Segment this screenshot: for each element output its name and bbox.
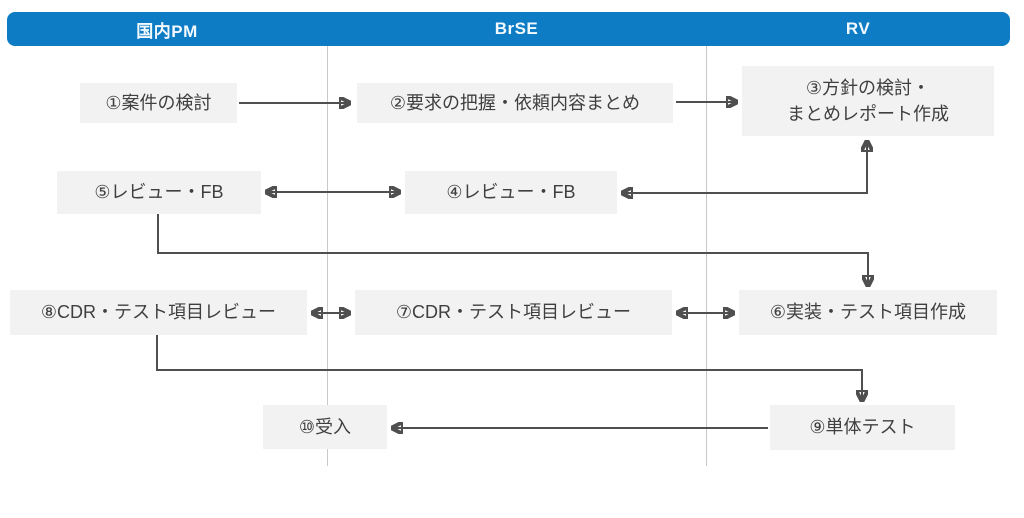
- node-policy-report-line1: ③方針の検討・: [805, 77, 931, 98]
- node-implementation-test: ⑥実装・テスト項目作成: [739, 290, 997, 335]
- lane-header-kokunai-pm: 国内PM: [136, 21, 198, 41]
- node-policy-report-line2: まとめレポート作成: [787, 104, 949, 124]
- node-review-fb-pm: ⑤レビュー・FB: [57, 171, 261, 214]
- lane-header-brse: BrSE: [494, 19, 539, 38]
- arrow-n8-to-n9-elbow: [156, 335, 862, 400]
- node-cdr-test-review-brse: ⑦CDR・テスト項目レビュー: [355, 290, 672, 335]
- node-unit-test: ⑨単体テスト: [770, 405, 955, 450]
- node-requirement-summary: ②要求の把握・依頼内容まとめ: [357, 83, 673, 123]
- node-acceptance: ⑩受入: [263, 405, 387, 449]
- header-bar: [7, 12, 1010, 46]
- node-case-review: ①案件の検討: [80, 83, 237, 123]
- node-cdr-test-review-pm: ⑧CDR・テスト項目レビュー: [10, 290, 307, 335]
- arrow-n5-to-n6-elbow: [157, 214, 868, 285]
- node-review-fb-brse: ④レビュー・FB: [405, 171, 617, 214]
- node-policy-report: ③方針の検討・ まとめレポート作成: [742, 66, 994, 136]
- arrow-n4-n3-double: [623, 142, 867, 193]
- lane-divider-1: [327, 46, 328, 466]
- lane-divider-2: [706, 46, 707, 466]
- lane-header-rv: RV: [845, 19, 871, 38]
